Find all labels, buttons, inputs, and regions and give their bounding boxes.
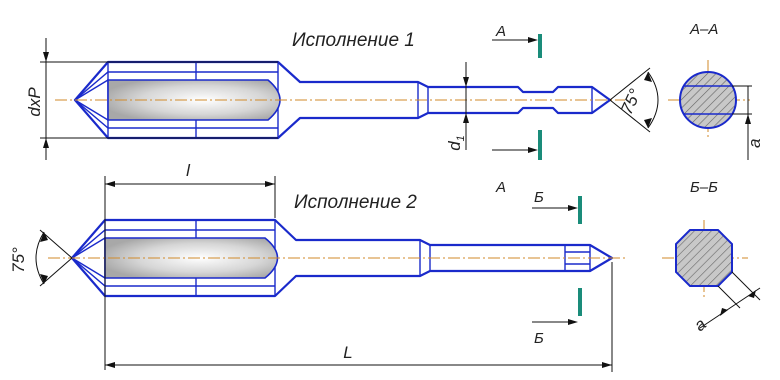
section-bb-title: Б–Б: [690, 179, 718, 196]
section-bb-dim-a: a: [690, 314, 709, 335]
section-bb: Б–Б a: [662, 179, 761, 335]
flute-groove-1: [107, 79, 281, 121]
section-aa-dim-a: a: [745, 139, 764, 148]
variant-2-drawing: [48, 218, 625, 298]
dim-l: l: [104, 161, 276, 370]
section-aa: А–А a: [668, 21, 764, 160]
cut-a: А А: [492, 23, 542, 196]
dim-L: L: [105, 262, 613, 372]
cut-b-label-top: Б: [534, 189, 544, 206]
dim-l-label: l: [186, 161, 191, 180]
cut-a-label-bottom: А: [495, 179, 506, 196]
cut-b: Б Б: [532, 189, 582, 347]
dim-d1-label: d1: [445, 135, 467, 151]
section-aa-title: А–А: [689, 21, 718, 38]
dim-dxP: dxP: [25, 38, 278, 160]
angle-label-2: 75°: [9, 247, 28, 273]
cut-b-label-bottom: Б: [534, 330, 544, 347]
dim-d1: d1: [445, 62, 469, 151]
variant-1-drawing: [55, 60, 625, 140]
variant2-title: Исполнение 2: [294, 192, 417, 213]
cut-a-label-top: А: [495, 23, 506, 40]
dim-L-label: L: [343, 343, 352, 362]
dim-dxP-label: dxP: [25, 87, 44, 117]
angle-dim-2: 75°: [9, 229, 73, 287]
variant1-title: Исполнение 1: [292, 30, 415, 51]
